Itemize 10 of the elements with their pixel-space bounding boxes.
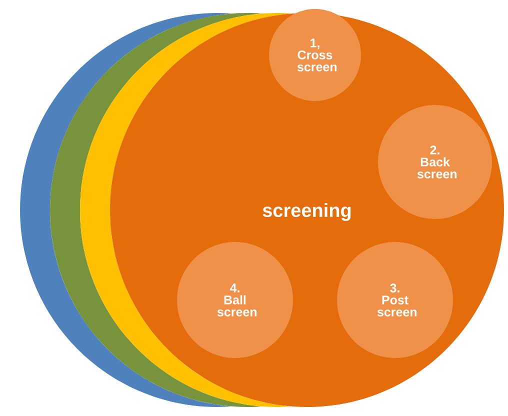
step-circle <box>378 105 492 219</box>
step-circle <box>337 242 453 358</box>
crescent-shape <box>50 13 262 407</box>
node-label: 4. Ball screen <box>217 284 257 316</box>
node-label: 2. Back screen <box>417 146 457 178</box>
step-circle <box>177 242 293 358</box>
step-circle <box>269 9 361 101</box>
node-label: screening <box>262 203 351 221</box>
node-label: 1, Cross screen <box>297 38 337 72</box>
node-label: 3. Post screen <box>377 284 417 316</box>
